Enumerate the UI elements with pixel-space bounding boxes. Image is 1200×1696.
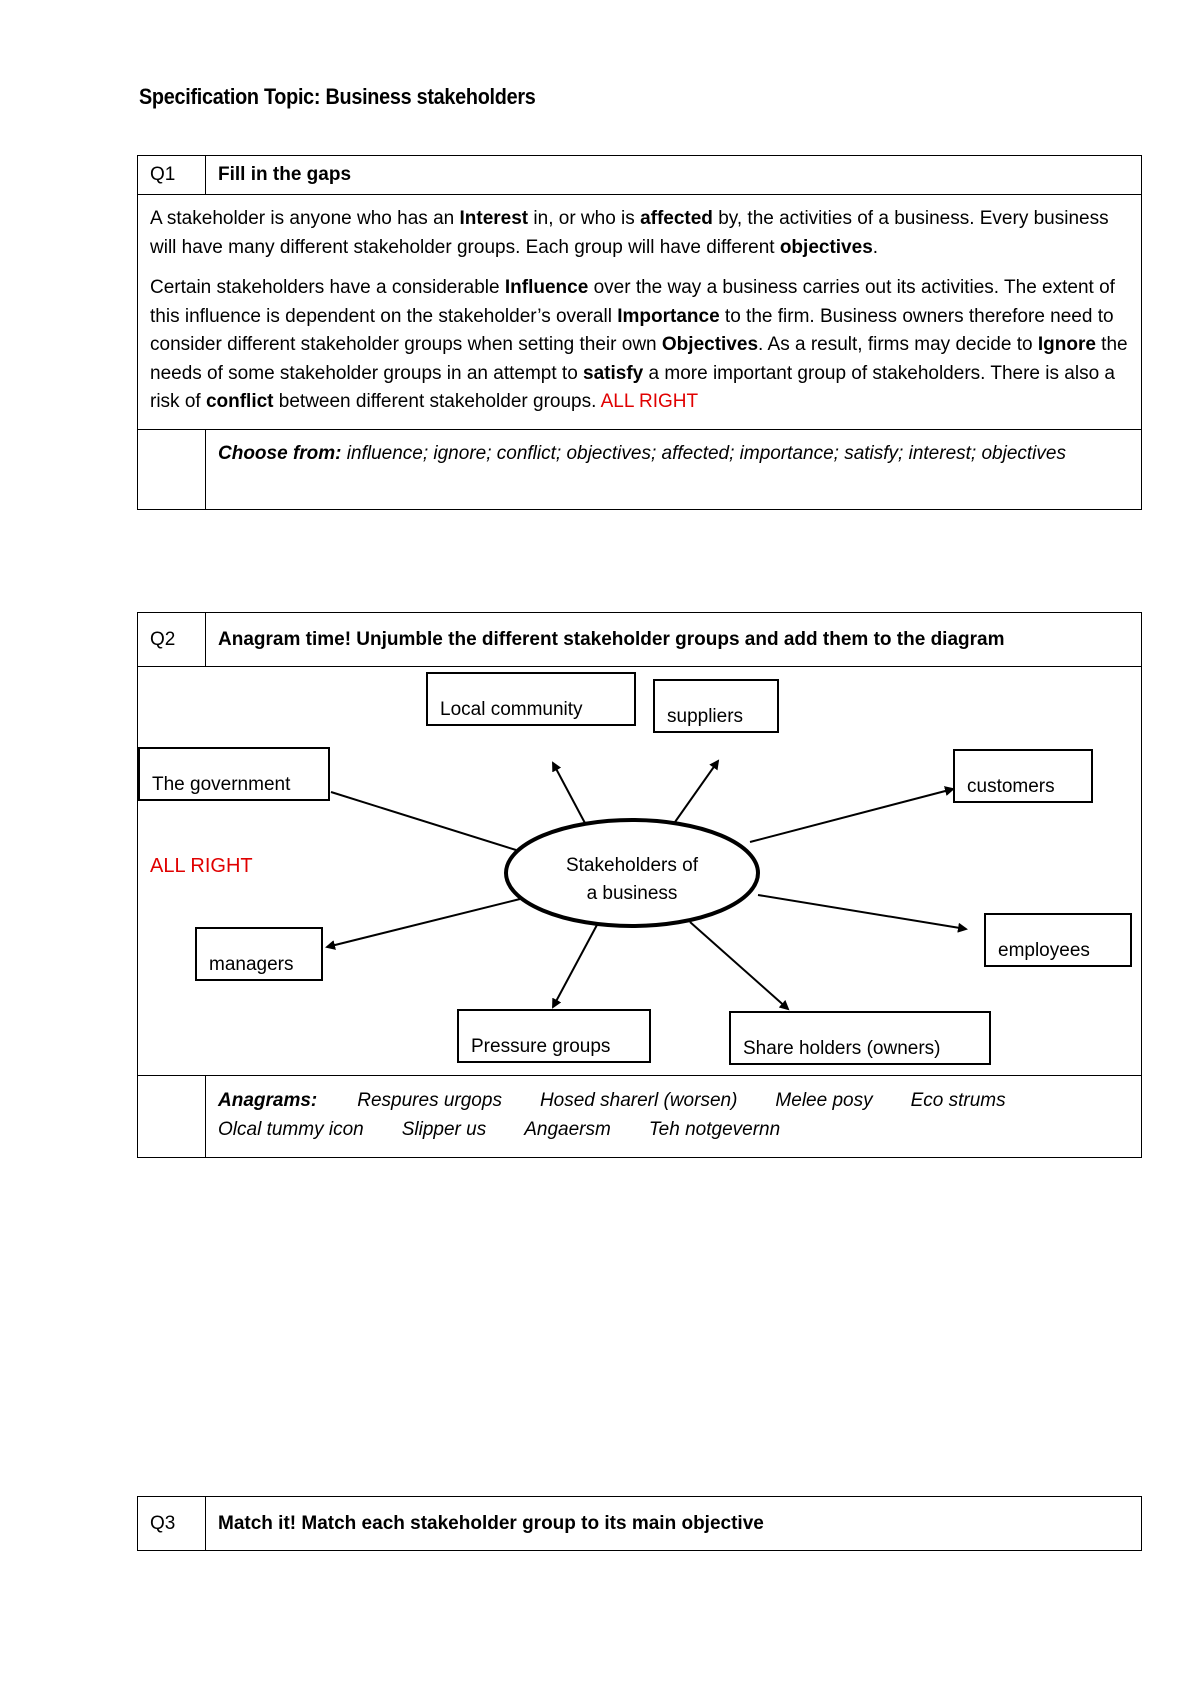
text-run: the needs of some stakeholder groups in … [150,334,1128,384]
q2-number: Q2 [137,612,206,667]
arrow-pressure-groups [552,922,599,1009]
anagram-row-2: Olcal tummy icon Slipper us Angaersm Teh no… [218,1115,1129,1144]
center-label-line-2: a business [586,883,678,904]
q1-paragraph-2: Certain stakeholders have a considerable… [150,274,1129,417]
filled-gap-word: objectives [779,236,873,258]
text-run: A stakeholder is anyone who has an [150,208,460,229]
text-run: . As a result, firms may decide to [758,334,1038,355]
q2-empty-cell [137,1075,206,1158]
anagram-item: Teh notgevernn [648,1119,781,1140]
q1-table: Q1 Fill in the gaps A stakeholder is any… [137,155,1142,510]
q1-body: A stakeholder is anyone who has an Inter… [137,194,1142,430]
text-run: Certain stakeholders have a considerable [150,277,505,298]
text-run: to the firm. Business owners therefore n… [150,305,1114,356]
choose-from-words: influence; ignore; conflict; objectives;… [341,442,1066,464]
box-suppliers: suppliers [653,679,779,733]
page-title: Specification Topic: Business stakeholde… [139,84,536,109]
anagram-row-1: Anagrams: Respures urgops Hosed sharerl (w… [218,1086,1129,1115]
q1-heading: Fill in the gaps [205,155,1142,195]
anagram-item: Melee posy [775,1090,873,1111]
box-customers: customers [953,749,1093,803]
text-run: by, the activities of a business. Every … [150,208,1109,258]
stakeholder-diagram: Stakeholders of a business Local communi… [138,667,1143,1075]
all-right-mark: ALL RIGHT [600,391,699,412]
center-label: Stakeholders of a business [542,852,722,908]
q1-paragraph-1: A stakeholder is anyone who has an Inter… [150,205,1129,262]
box-government: The government [138,747,330,801]
anagram-item: Angaersm [524,1119,611,1140]
q2-table: Q2 Anagram time! Unjumble the different … [137,612,1142,1158]
q3-number: Q3 [137,1496,206,1551]
center-label-line-1: Stakeholders of [565,855,699,876]
diagram-arrows [325,759,968,1011]
filled-gap-word: Importance [617,305,720,327]
text-run: a more important group of stakeholders. … [150,362,1115,413]
q2-anagrams: Anagrams: Respures urgops Hosed sharerl (w… [205,1075,1142,1158]
diagram-all-right: ALL RIGHT [150,855,253,877]
q3-table: Q3 Match it! Match each stakeholder grou… [137,1496,1142,1551]
anagram-item: Hosed sharerl (worsen) [539,1090,738,1111]
text-run: between different stakeholder groups. [273,391,601,412]
box-share-holders: Share holders (owners) [729,1011,991,1065]
q1-number: Q1 [137,155,206,195]
filled-gap-word: affected [640,208,713,229]
arrow-customers [749,786,955,843]
text-run: in, or who is [528,208,641,229]
box-local-community: Local community [426,672,636,726]
anagrams-label: Anagrams: [218,1090,318,1111]
arrow-managers [325,898,521,950]
filled-gap-word: conflict [205,391,274,412]
filled-gap-word: Influence [504,277,589,298]
q1-empty-cell [137,428,206,510]
arrow-employees [757,894,968,933]
q3-heading: Match it! Match each stakeholder group t… [205,1496,1142,1551]
arrow-share-holders [689,921,790,1011]
arrow-local-community [552,761,587,826]
q2-heading: Anagram time! Unjumble the different sta… [205,612,1142,667]
q2-diagram-cell: Stakeholders of a business Local communi… [137,666,1143,1076]
anagram-item: Eco strums [910,1090,1006,1111]
anagram-item: Slipper us [401,1119,487,1140]
line-government [330,791,517,851]
box-employees: employees [984,913,1132,967]
text-run: over the way a business carries out its … [150,277,1115,327]
filled-gap-word: Interest [459,208,529,229]
box-pressure-groups: Pressure groups [457,1009,651,1063]
filled-gap-word: Objectives [661,334,759,355]
text-run: . [872,236,879,258]
anagram-item: Respures urgops [357,1090,502,1111]
box-managers: managers [195,927,323,981]
anagram-item: Olcal tummy icon [218,1119,364,1140]
filled-gap-word: satisfy [583,362,644,384]
center-ellipse [504,818,760,928]
choose-from-label: Choose from: [218,442,342,464]
filled-gap-word: Ignore [1037,334,1096,355]
q1-choose-from: Choose from: influence; ignore; conflict… [205,428,1142,510]
arrow-suppliers [674,759,720,823]
